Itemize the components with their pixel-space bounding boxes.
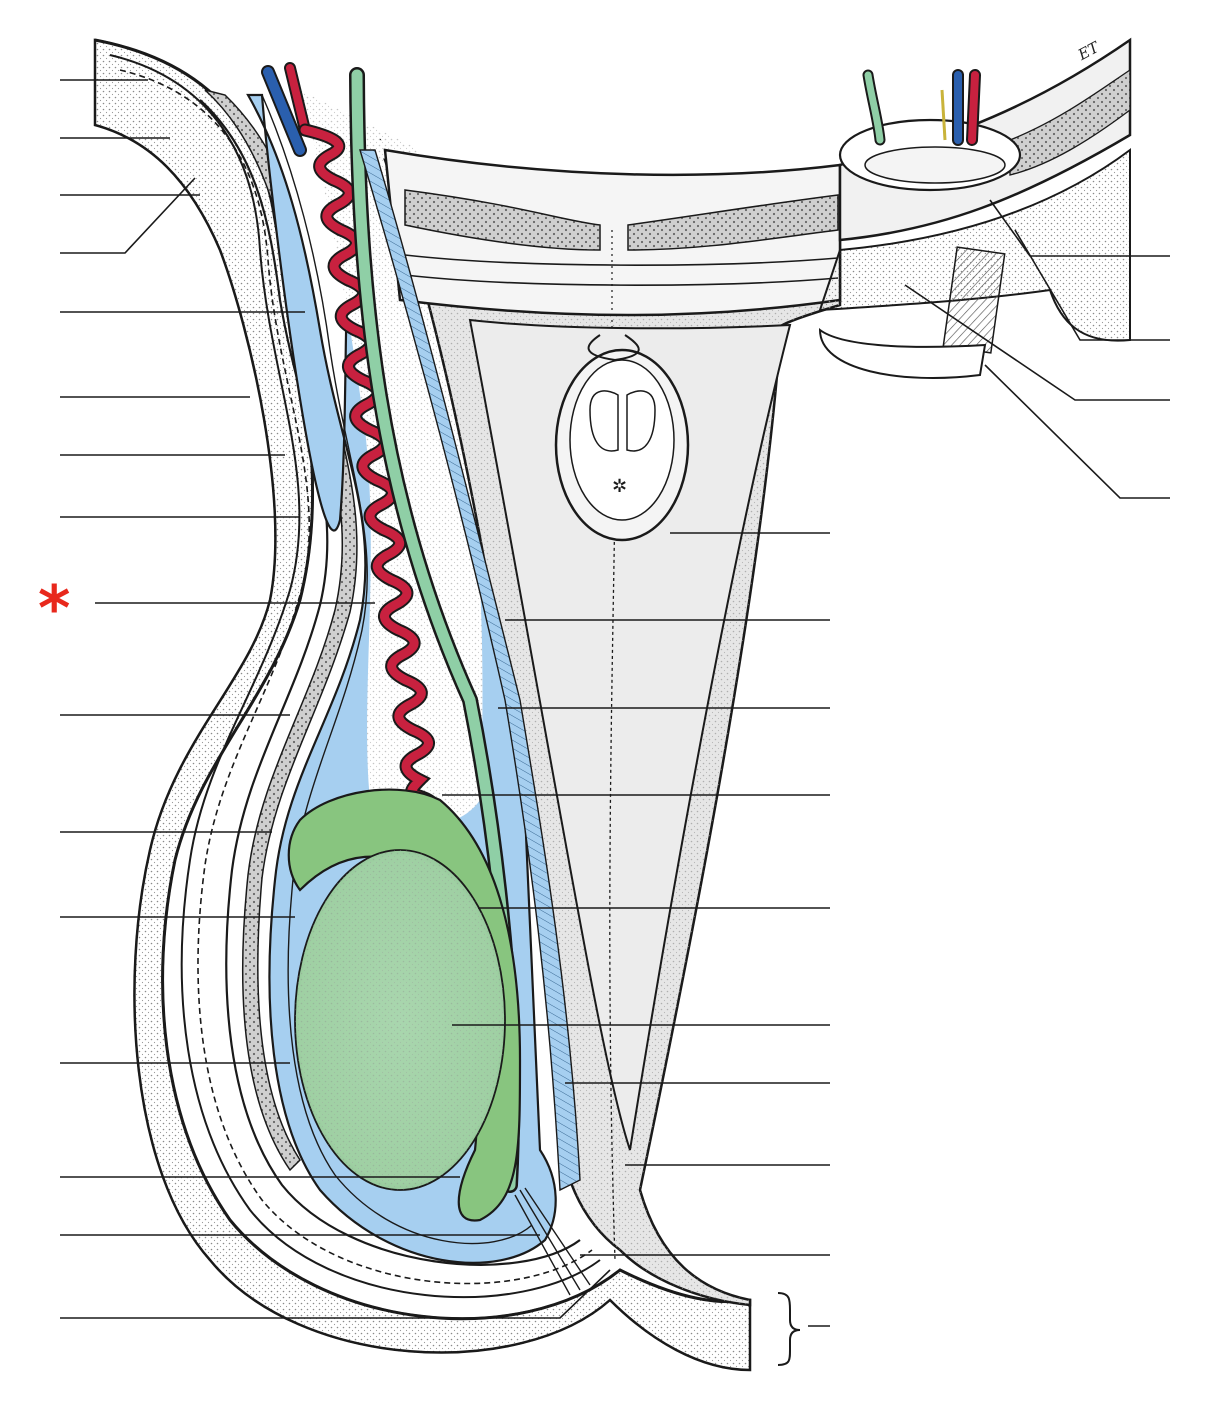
rectus-left <box>404 189 601 251</box>
pampiniform-vein <box>263 67 305 155</box>
urethra-symbol: ✲ <box>612 476 627 497</box>
cord-cross-section <box>818 37 1132 379</box>
skin-layers-bracket <box>777 1292 801 1366</box>
leader-line-4 <box>60 177 196 254</box>
skin-hair-edge <box>94 124 751 1371</box>
gubernaculum <box>514 1187 591 1296</box>
testicular-artery-top <box>286 64 309 134</box>
leader-line-28 <box>1014 229 1170 341</box>
spermatic-coverings <box>109 54 601 1298</box>
highlight-asterisk: * <box>38 572 71 645</box>
ductus-deferens-section <box>864 71 884 144</box>
label-leader-lines <box>60 79 1170 1327</box>
nerve-section <box>940 89 947 141</box>
testis-stipple <box>295 850 505 1190</box>
septum-inner <box>468 318 792 1151</box>
internal-spermatic-fascia <box>359 149 581 1192</box>
rectus-right <box>627 194 839 251</box>
artery-section <box>968 71 979 144</box>
scrotal-septum-region: ✲ <box>383 158 842 1307</box>
leader-line-30 <box>984 364 1170 499</box>
leader-line-29 <box>904 284 1170 401</box>
urethra-lumen-border <box>569 359 675 521</box>
leader-line-16 <box>60 1269 611 1319</box>
median-raphe <box>609 499 616 1261</box>
corpora-outline <box>589 390 656 452</box>
tunica-inner-line <box>261 94 533 1245</box>
